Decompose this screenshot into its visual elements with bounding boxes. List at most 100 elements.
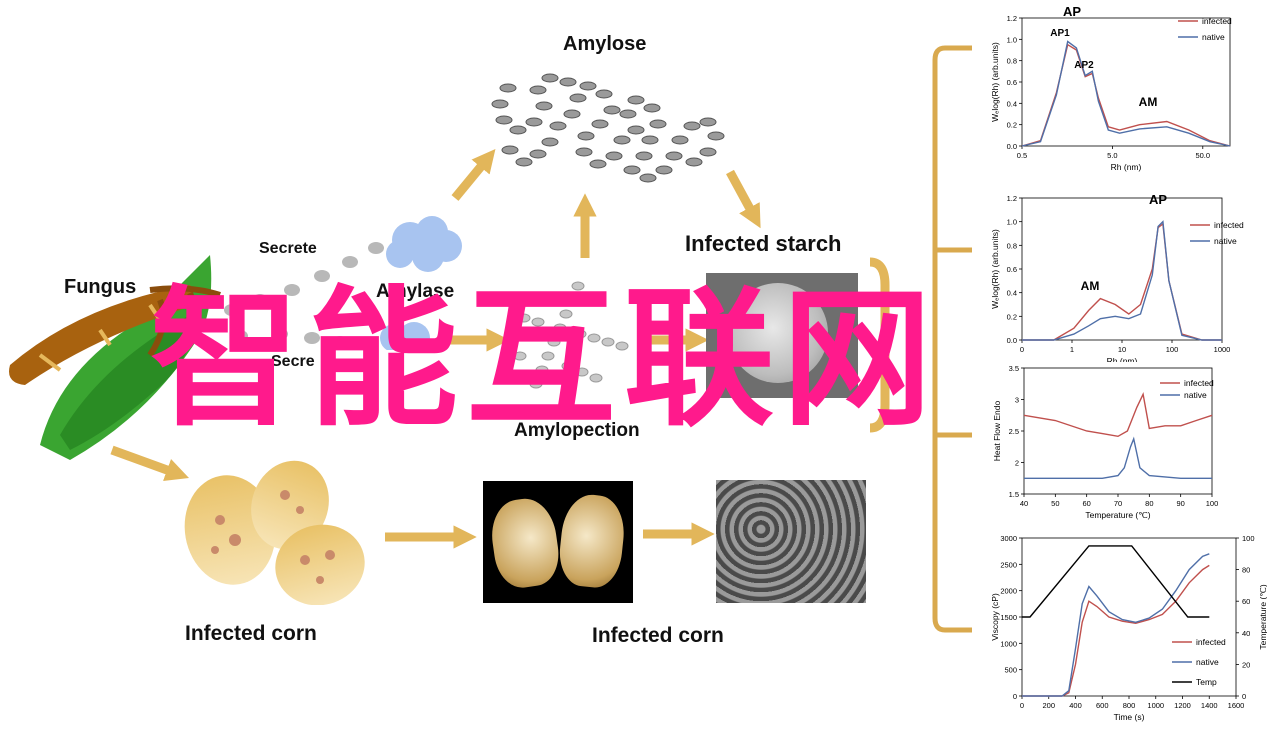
x-tick-label: 1200 [1174, 701, 1191, 710]
y-tick-label: 2 [1015, 459, 1019, 468]
y-tick-label: 1500 [1000, 613, 1017, 622]
x-tick-label: 800 [1123, 701, 1136, 710]
x-tick-label: 200 [1042, 701, 1055, 710]
y2-tick-label: 60 [1242, 597, 1250, 606]
y-tick-label: 3000 [1000, 534, 1017, 543]
series-line-native [1022, 220, 1222, 341]
x-tick-label: 80 [1145, 499, 1153, 508]
y-tick-label: 0 [1013, 692, 1017, 701]
bracket-brace [932, 45, 972, 633]
y-tick-label: 3.5 [1009, 364, 1019, 373]
legend-label-infected: infected [1202, 16, 1232, 26]
series-line-temp [1022, 545, 1210, 618]
y-tick-label: 0.4 [1007, 99, 1017, 108]
y-tick-label: 1000 [1000, 639, 1017, 648]
legend-label-infected: infected [1196, 637, 1226, 647]
y-tick-label: 3 [1015, 396, 1019, 405]
x-tick-label: 0 [1020, 701, 1024, 710]
y-tick-label: 2000 [1000, 587, 1017, 596]
peak-annotation: AP1 [1050, 28, 1070, 39]
y-tick-label: 500 [1004, 666, 1017, 675]
label-fungus: Fungus [64, 276, 137, 298]
x-tick-label: 0 [1020, 345, 1024, 354]
x-axis-label: Rh (nm) [1111, 162, 1142, 172]
label-secrete-top: Secrete [259, 240, 317, 257]
x-tick-label: 100 [1206, 499, 1219, 508]
label-infected-corn-left: Infected corn [185, 622, 317, 645]
label-infected-starch: Infected starch [685, 231, 842, 256]
peak-annotation: AM [1081, 279, 1100, 293]
label-amylose: Amylose [563, 33, 647, 55]
y2-tick-label: 40 [1242, 629, 1250, 638]
fungus-corn-illustration [9, 255, 221, 460]
arrow-to-amylose [451, 148, 496, 201]
x-tick-label: 600 [1096, 701, 1109, 710]
y2-tick-label: 80 [1242, 566, 1250, 575]
x-axis-label: Rh (nm) [1107, 356, 1138, 362]
arrow-fungus-to-corn [110, 445, 189, 481]
y-tick-label: 0.0 [1007, 336, 1017, 345]
y2-axis-label: Temperature (℃) [1258, 584, 1267, 649]
label-secrete-bottom: Secre [271, 353, 315, 370]
legend-label-native: native [1202, 32, 1225, 42]
plot-frame [1021, 197, 1223, 341]
label-infected-corn-middle: Infected corn [592, 624, 724, 647]
legend-label-native: native [1184, 390, 1207, 400]
series-line-native [1022, 553, 1210, 697]
legend-label-native: native [1196, 657, 1219, 667]
x-tick-label: 50.0 [1195, 151, 1210, 160]
x-tick-label: 70 [1114, 499, 1122, 508]
amylose-chain-illustration [491, 73, 725, 183]
y-tick-label: 0.8 [1007, 241, 1017, 250]
x-tick-label: 10 [1118, 345, 1126, 354]
y-tick-label: 0.2 [1007, 312, 1017, 321]
y-tick-label: 2500 [1000, 560, 1017, 569]
x-tick-label: 90 [1176, 499, 1184, 508]
x-tick-label: 1400 [1201, 701, 1218, 710]
x-tick-label: 50 [1051, 499, 1059, 508]
infected-corn-photo [483, 481, 633, 603]
y-tick-label: 1.0 [1007, 35, 1017, 44]
x-tick-label: 5.0 [1107, 151, 1117, 160]
x-tick-label: 1600 [1228, 701, 1245, 710]
peak-annotation: AP [1063, 4, 1081, 19]
y-axis-label: Wₑlog(Rh) (arb.units) [990, 42, 1000, 122]
y2-tick-label: 100 [1242, 534, 1255, 543]
x-tick-label: 400 [1069, 701, 1082, 710]
y2-tick-label: 20 [1242, 660, 1250, 669]
legend-label-infected: infected [1214, 220, 1244, 230]
x-tick-label: 100 [1166, 345, 1179, 354]
infected-corn-sem-image [716, 480, 866, 603]
y-tick-label: 0.6 [1007, 78, 1017, 87]
series-line-native [1024, 436, 1212, 480]
x-tick-label: 1000 [1214, 345, 1231, 354]
y-tick-label: 0.4 [1007, 289, 1017, 298]
y-tick-label: 0.8 [1007, 57, 1017, 66]
x-tick-label: 1000 [1147, 701, 1164, 710]
y-tick-label: 0.0 [1007, 142, 1017, 151]
series-line-infected [1021, 43, 1231, 147]
y-tick-label: 1.2 [1007, 194, 1017, 203]
x-tick-label: 60 [1082, 499, 1090, 508]
series-line-native [1021, 40, 1231, 147]
infected-corn-kernels-illustration [184, 460, 365, 605]
series-line-infected [1022, 564, 1210, 697]
peak-annotation: AP2 [1074, 60, 1094, 71]
y-tick-label: 1.0 [1007, 218, 1017, 227]
infected-starch-brace [869, 257, 890, 433]
peak-annotation: AP [1149, 192, 1167, 207]
y-axis-label: Heat Flow Endo [992, 400, 1002, 461]
y-tick-label: 2.5 [1009, 427, 1019, 436]
y-axis-label: Viscopy (cP) [990, 593, 1000, 641]
series-line-infected [1023, 392, 1213, 438]
y2-tick-label: 0 [1242, 692, 1246, 701]
amylase-secretion-illustration [224, 216, 462, 350]
x-tick-label: 1 [1070, 345, 1074, 354]
infected-starch-sem-image [706, 273, 858, 398]
x-tick-label: 0.5 [1017, 151, 1027, 160]
y-tick-label: 0.6 [1007, 265, 1017, 274]
